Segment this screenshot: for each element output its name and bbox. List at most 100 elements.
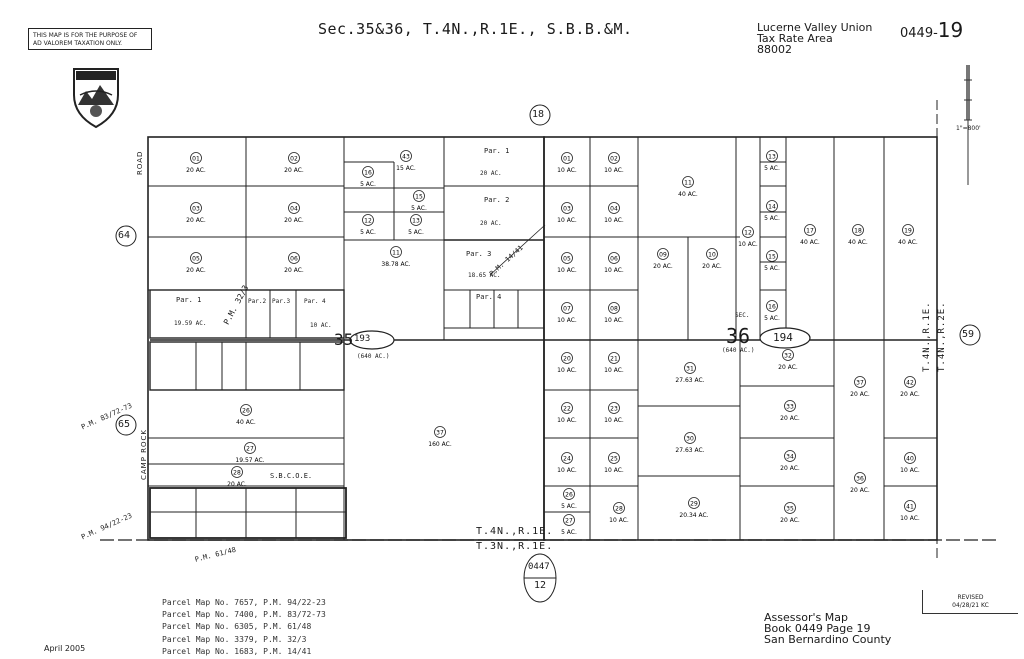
- parcel-number: 09: [659, 251, 667, 258]
- parcel-circle: [852, 224, 864, 236]
- parcel-circle: [561, 202, 573, 214]
- section-36-number: 36: [726, 324, 751, 348]
- parcel-circle: [434, 426, 446, 438]
- assessor-line-1: Assessor's Map: [764, 611, 848, 624]
- parcel-number: 20: [563, 355, 571, 362]
- revised-date: 04/28/21 KC: [952, 602, 989, 609]
- section-36-word: SEC.: [735, 312, 750, 319]
- par-3-acres: 18.65 AC.: [468, 272, 501, 279]
- parcel-acres: 10 AC.: [609, 517, 629, 524]
- assessor-block: Assessor's Map Book 0449 Page 19 San Ber…: [764, 612, 891, 645]
- parcel-circle: [904, 452, 916, 464]
- parcel-circle: [608, 352, 620, 364]
- parcel-circle: [288, 202, 300, 214]
- section-35-number: 35: [334, 330, 354, 349]
- township-vertical-1: T.4N.,R.1E.: [922, 301, 932, 372]
- parcel-circle: [561, 402, 573, 414]
- parcel-number: 26: [565, 491, 573, 498]
- parcel-number: 13: [768, 153, 776, 160]
- parcel-number: 29: [690, 500, 698, 507]
- parcel-number: 06: [610, 255, 618, 262]
- parcel-marker: 26 5 AC.: [561, 488, 577, 510]
- parcel-number: 25: [610, 455, 618, 462]
- tax-rate-area: Lucerne Valley Union Tax Rate Area 88002: [757, 22, 872, 55]
- parcel-acres: 5 AC.: [561, 503, 577, 510]
- parcel-number: 05: [192, 255, 200, 262]
- parcel-acres: 5 AC.: [764, 215, 780, 222]
- parcel-acres: 5 AC.: [408, 229, 424, 236]
- par-1-acres: 20 AC.: [480, 170, 502, 177]
- west-par-4-label: Par. 4: [304, 298, 326, 305]
- scale-label: 1"=800': [956, 125, 981, 132]
- parcel-acres: 10 AC.: [604, 217, 624, 224]
- parcel-circle: [390, 246, 402, 258]
- tax-purpose-note: THIS MAP IS FOR THE PURPOSE OF AD VALORE…: [28, 28, 152, 50]
- parcel-number: 02: [290, 155, 298, 162]
- parcel-marker: 125 AC.: [360, 214, 376, 236]
- parcel-number: 02: [610, 155, 618, 162]
- parcel-number: 30: [686, 435, 694, 442]
- parcel-acres: 20 AC.: [900, 391, 920, 398]
- tax-rate-line-1: Lucerne Valley Union: [757, 21, 873, 34]
- parcel-acres: 40 AC.: [800, 239, 820, 246]
- parcel-circle: [410, 214, 422, 226]
- parcel-number: 32: [784, 352, 792, 359]
- parcel-number: 18: [854, 227, 862, 234]
- bottom-ref-bottom: 12: [534, 580, 547, 591]
- parcel-marker: 06 10 AC.: [604, 252, 624, 274]
- sbcoe-label: S.B.C.O.E.: [270, 472, 313, 480]
- section-36-oval: 194: [773, 331, 793, 344]
- parcel-map-item: Parcel Map No. 3379, P.M. 32/3: [162, 634, 307, 644]
- township-vertical-2: T.4N.,R.2E.: [937, 301, 947, 372]
- parcel-circle: [854, 376, 866, 388]
- parcel-marker: 155 AC.: [764, 250, 780, 272]
- parcel-number: 04: [290, 205, 298, 212]
- parcel-acres: 10 AC.: [738, 241, 758, 248]
- parcel-number: 35: [786, 505, 794, 512]
- parcel-acres: 10 AC.: [604, 417, 624, 424]
- parcel-circle: [706, 248, 718, 260]
- parcel-number: 33: [786, 403, 794, 410]
- parcel-number: 03: [563, 205, 571, 212]
- parcel-map-item: Parcel Map No. 1683, P.M. 14/41: [162, 646, 312, 656]
- parcel-number: 37: [436, 429, 444, 436]
- parcel-number: 42: [906, 379, 914, 386]
- parcel-marker: 135 AC.: [408, 214, 424, 236]
- parcel-circle: [561, 152, 573, 164]
- section-35-oval: 193: [354, 334, 371, 344]
- parcel-acres: 10 AC.: [557, 317, 577, 324]
- parcel-marker: 03 10 AC.: [557, 202, 577, 224]
- parcel-circle: [804, 224, 816, 236]
- camp-rock-road-label: CAMP ROCK: [140, 428, 148, 480]
- parcel-circle: [657, 248, 669, 260]
- parcel-number: 01: [563, 155, 571, 162]
- parcel-number: 26: [242, 407, 250, 414]
- par-4-label: Par. 4: [476, 293, 502, 301]
- parcel-acres: 10 AC.: [604, 467, 624, 474]
- parcel-acres: 20 AC.: [702, 263, 722, 270]
- parcel-acres: 10 AC.: [557, 467, 577, 474]
- parcel-acres: 10 AC.: [557, 217, 577, 224]
- map-title: Sec.35&36, T.4N.,R.1E., S.B.B.&M.: [318, 20, 633, 38]
- parcel-acres: 10 AC.: [604, 267, 624, 274]
- township-4n-label: T.4N.,R.1E.: [476, 526, 554, 537]
- west-par-1-label: Par. 1: [176, 296, 202, 304]
- parcel-marker: 42 20 AC.: [900, 376, 920, 398]
- parcel-acres: 160 AC.: [428, 441, 452, 448]
- parcel-circle: [561, 352, 573, 364]
